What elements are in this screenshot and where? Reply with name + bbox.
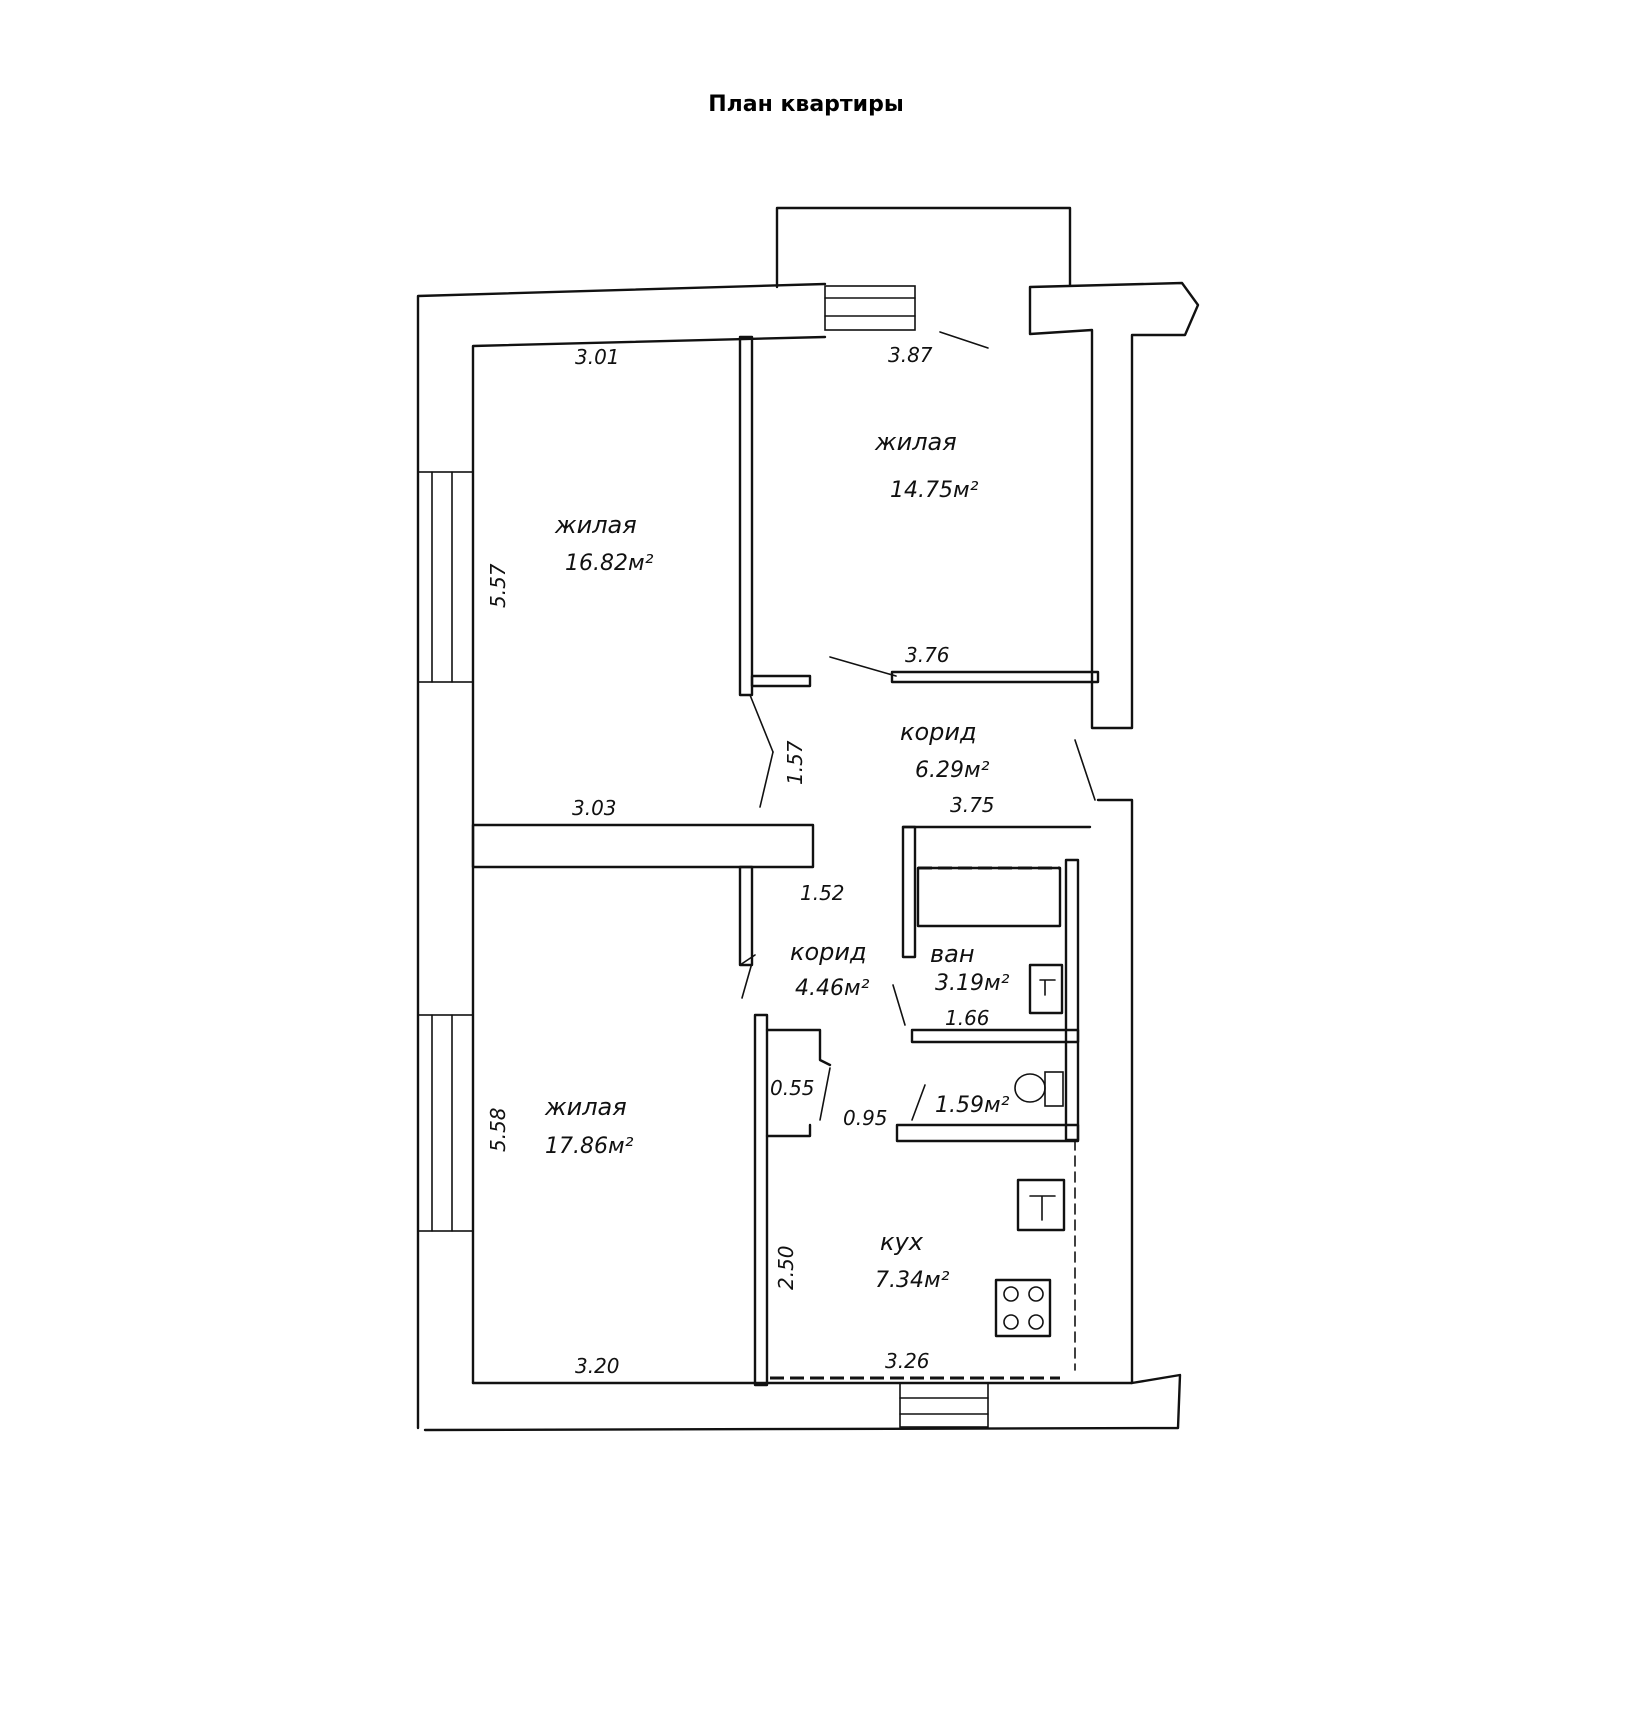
room-1-name: жилая: [554, 511, 637, 539]
dim-2-50: 2.50: [774, 1245, 798, 1290]
room-4-name: корид: [790, 938, 867, 966]
dim-3-76: 3.76: [905, 643, 950, 667]
doors: [739, 331, 1096, 1121]
sink: [1028, 963, 1064, 1015]
windows: [417, 285, 989, 1428]
toilet: [1014, 1071, 1064, 1107]
dim-3-75: 3.75: [950, 793, 995, 817]
dim-5-57: 5.57: [486, 563, 510, 608]
stove: [994, 1278, 1052, 1338]
outer-walls: [416, 206, 1200, 1432]
room-labels: жилая 16.82м² жилая 14.75м² корид 6.29м²…: [544, 428, 1010, 1293]
dim-3-87: 3.87: [888, 343, 933, 367]
room-7-area: 17.86м²: [545, 1134, 634, 1159]
dim-3-26: 3.26: [885, 1349, 930, 1373]
room-8-name: кух: [880, 1228, 924, 1256]
room-4-area: 4.46м²: [795, 976, 870, 1001]
room-8-area: 7.34м²: [875, 1268, 950, 1293]
room-5-name: ван: [930, 940, 975, 968]
room-3-area: 6.29м²: [915, 758, 990, 783]
dim-1-57: 1.57: [783, 740, 807, 785]
room-6-area: 1.59м²: [935, 1093, 1010, 1118]
room-2-name: жилая: [874, 428, 957, 456]
dim-3-03: 3.03: [572, 796, 617, 820]
room-5-area: 3.19м²: [935, 971, 1010, 996]
kitchen-sink: [1016, 1178, 1066, 1232]
interior-walls: [471, 335, 1100, 1387]
dimension-labels: 3.01 3.87 5.57 3.76 1.57 3.03 3.75 1.52 …: [486, 343, 995, 1378]
dim-0-95: 0.95: [843, 1106, 888, 1130]
dim-1-66: 1.66: [945, 1006, 990, 1030]
room-1-area: 16.82м²: [565, 551, 654, 576]
bathtub: [916, 866, 1062, 928]
dim-3-01: 3.01: [575, 345, 620, 369]
dim-0-55: 0.55: [770, 1076, 815, 1100]
room-7-name: жилая: [544, 1093, 627, 1121]
dim-3-20: 3.20: [575, 1354, 620, 1378]
plan-title: План квартиры: [708, 92, 904, 117]
dim-5-58: 5.58: [486, 1107, 510, 1152]
dim-1-52: 1.52: [800, 881, 845, 905]
room-2-area: 14.75м²: [890, 478, 979, 503]
room-3-name: корид: [900, 718, 977, 746]
